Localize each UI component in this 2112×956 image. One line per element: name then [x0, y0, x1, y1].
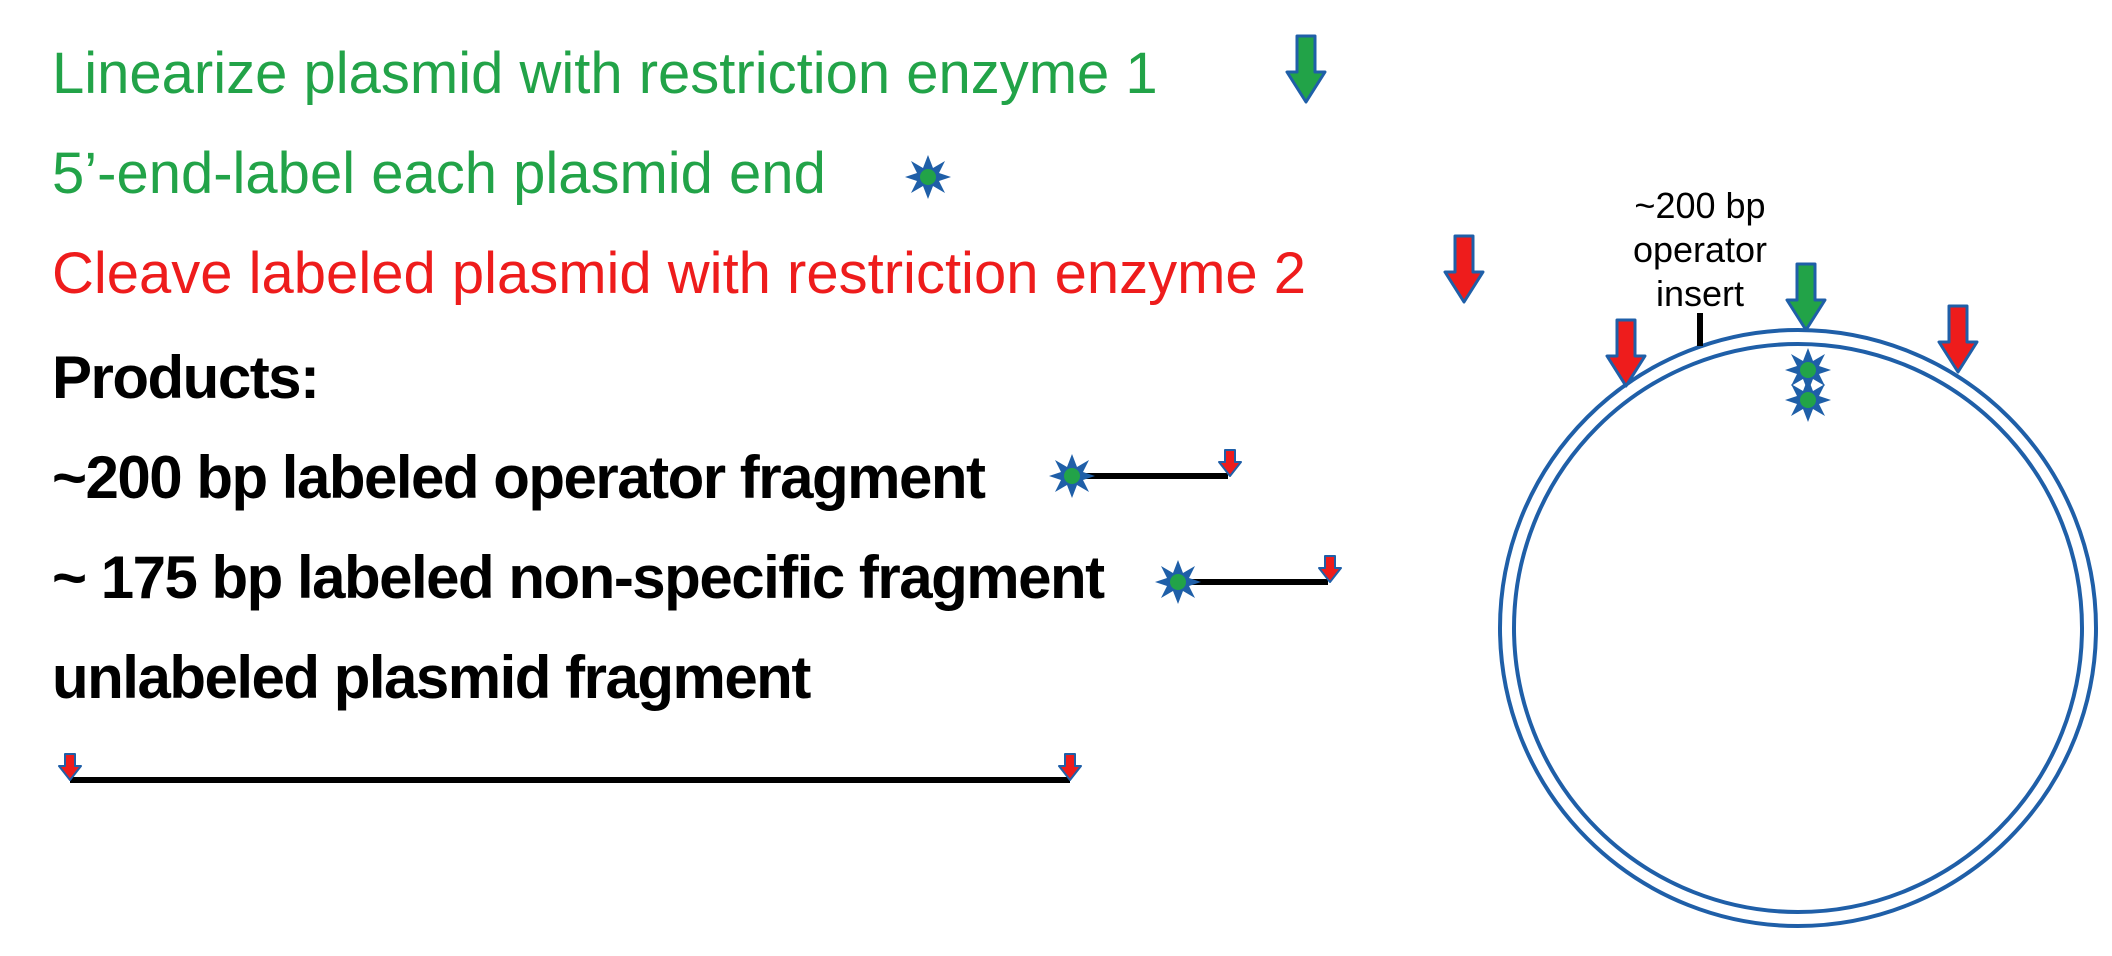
down-arrow-red-icon — [1058, 753, 1082, 781]
down-arrow-red-icon — [1443, 234, 1485, 304]
star-burst-icon — [1049, 454, 1095, 498]
down-arrow-red-icon — [1318, 555, 1342, 583]
products-heading: Products: — [52, 344, 319, 411]
unlabeled-fragment-graphic — [58, 753, 1082, 783]
star-burst-icon — [905, 155, 951, 199]
star-burst-icon — [1155, 560, 1201, 604]
operator-fragment-graphic — [1049, 449, 1242, 498]
down-arrow-red-icon — [1937, 304, 1979, 374]
down-arrow-red-icon — [58, 753, 82, 781]
product-operator-fragment: ~200 bp labeled operator fragment — [52, 444, 986, 511]
step-linearize: Linearize plasmid with restriction enzym… — [52, 41, 1158, 106]
insert-label-line3: insert — [1656, 273, 1744, 314]
product-unlabeled-fragment: unlabeled plasmid fragment — [52, 644, 811, 711]
plasmid-map: ~200 bp operator insert — [1498, 185, 2098, 928]
product-nonspecific-fragment: ~ 175 bp labeled non-specific fragment — [52, 544, 1105, 611]
plasmid-outer-ring — [1498, 328, 2098, 928]
step-end-label: 5’-end-label each plasmid end — [52, 141, 826, 206]
insert-label-line2: operator — [1633, 229, 1767, 270]
down-arrow-green-icon — [1285, 34, 1327, 104]
insert-label-line1: ~200 bp — [1634, 185, 1765, 226]
down-arrow-red-icon — [1218, 449, 1242, 477]
plasmid-inner-ring — [1512, 342, 2084, 914]
step-cleave: Cleave labeled plasmid with restriction … — [52, 241, 1306, 306]
down-arrow-green-icon — [1785, 262, 1827, 332]
nonspecific-fragment-graphic — [1155, 555, 1342, 604]
star-burst-icon — [1785, 378, 1831, 422]
